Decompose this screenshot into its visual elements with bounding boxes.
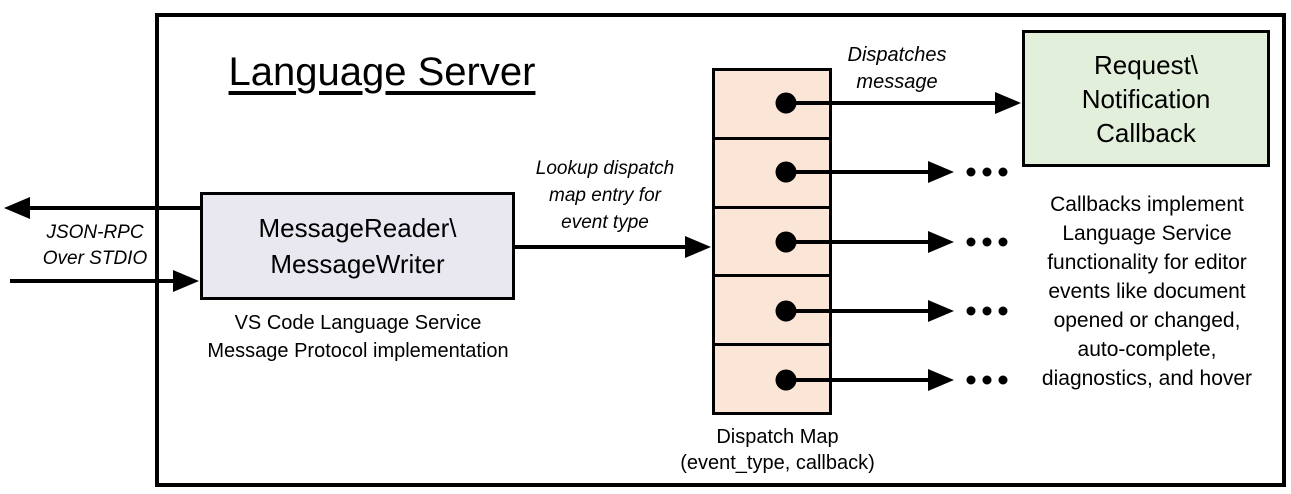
dispatches-label-line2: message (856, 71, 938, 93)
lookup-label-line1: Lookup dispatch (535, 158, 675, 179)
dispatch-map-label-line2: (event_type, callback) (680, 452, 875, 474)
dispatches-label-line1: Dispatches (847, 44, 947, 66)
callbacks-note: Callbacks implement Language Service fun… (1005, 190, 1289, 393)
message-box-caption-line1: VS Code Language Service (234, 312, 482, 334)
callback-box-line3: Callback (1096, 117, 1196, 148)
callbacks-note-line5: opened or changed, (1053, 309, 1241, 332)
lookup-dispatch-label: Lookup dispatch map entry for event type (505, 155, 705, 236)
callbacks-note-line2: Language Service (1062, 222, 1232, 245)
dispatch-map-entry (715, 209, 829, 278)
request-notification-callback-box: Request\ Notification Callback (1022, 30, 1270, 167)
dispatch-map (712, 68, 832, 415)
message-box-line1: MessageReader\ (258, 213, 457, 243)
dispatch-map-label-line1: Dispatch Map (716, 426, 839, 448)
stdio-label-line1: JSON-RPC (46, 222, 144, 243)
dispatch-map-entry (715, 140, 829, 209)
message-reader-writer-box: MessageReader\ MessageWriter (200, 192, 515, 300)
lookup-label-line2: map entry for (549, 185, 661, 206)
callbacks-note-line7: diagnostics, and hover (1041, 367, 1253, 390)
dispatch-map-entry (715, 71, 829, 140)
diagram-title: Language Server (228, 50, 536, 94)
stdio-channel-label: JSON-RPC Over STDIO (20, 220, 170, 272)
message-box-caption-line2: Message Protocol implementation (207, 340, 509, 362)
dispatches-message-label: Dispatches message (832, 42, 962, 96)
dispatch-map-entry (715, 277, 829, 347)
stdio-label-line2: Over STDIO (42, 248, 148, 269)
callbacks-note-line3: functionality for editor (1047, 251, 1247, 274)
callback-box-line2: Notification (1081, 83, 1211, 114)
callbacks-note-line4: events like document (1048, 280, 1246, 303)
callbacks-note-line6: auto-complete, (1077, 338, 1217, 361)
message-box-line2: MessageWriter (270, 249, 445, 279)
dispatch-map-entry (715, 346, 829, 412)
message-box-caption: VS Code Language Service Message Protoco… (172, 309, 544, 365)
lookup-label-line3: event type (561, 212, 649, 233)
language-server-container (155, 13, 1286, 487)
dispatch-map-label: Dispatch Map (event_type, callback) (650, 424, 905, 476)
callbacks-note-line1: Callbacks implement (1050, 193, 1244, 216)
callback-box-line1: Request\ (1093, 49, 1199, 80)
